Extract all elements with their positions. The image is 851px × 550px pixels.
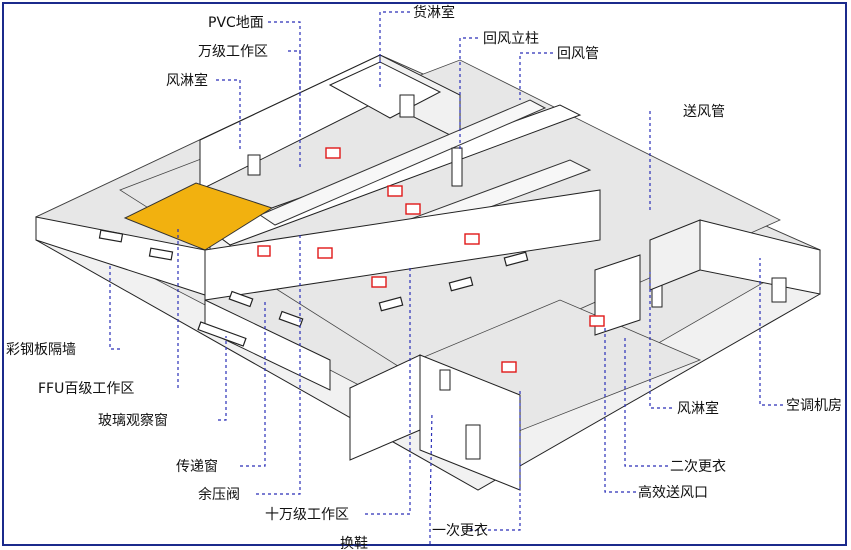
label-color-steel-wall: 彩钢板隔墙 — [6, 342, 76, 358]
label-return-air-column: 回风立柱 — [483, 31, 539, 47]
label-ac-room: 空调机房 — [786, 398, 842, 414]
second-changing-room — [594, 254, 641, 336]
label-class-10000-area: 万级工作区 — [198, 44, 268, 60]
ffu-unit-1 — [325, 147, 341, 159]
label-cargo-shower: 货淋室 — [413, 4, 455, 21]
front-main-wall — [204, 189, 601, 301]
ffu-unit-5 — [317, 247, 333, 259]
ffu-unit-7 — [371, 276, 387, 288]
glass-window-3 — [228, 290, 254, 308]
label-supply-air-duct: 送风管 — [683, 104, 725, 120]
return-air-column — [451, 147, 463, 187]
air-shower-top-door — [247, 154, 261, 176]
ac-room-door — [771, 277, 787, 303]
label-second-changing: 二次更衣 — [670, 459, 726, 475]
label-pass-box: 传递窗 — [176, 458, 218, 475]
glass-window-2 — [148, 247, 174, 261]
glass-window-4 — [278, 310, 304, 328]
glass-window-6 — [448, 276, 474, 292]
label-class-100000-area: 十万级工作区 — [265, 507, 349, 523]
ffu-unit-3 — [405, 203, 421, 215]
ffu-unit-4 — [464, 233, 480, 245]
label-hepa-outlet: 高效送风口 — [638, 484, 708, 501]
ffu-unit-2 — [387, 185, 403, 197]
label-shoe-change: 换鞋 — [340, 535, 368, 550]
glass-window-7 — [503, 251, 529, 267]
label-return-air-duct: 回风管 — [557, 46, 599, 62]
ffu-unit-8 — [501, 361, 517, 373]
shoe-change-door — [439, 369, 451, 391]
ffu-class-100-room — [123, 182, 274, 251]
label-air-shower-right: 风淋室 — [677, 400, 719, 417]
label-ffu-class-100-area: FFU百级工作区 — [38, 381, 134, 397]
label-pressure-relief-valve: 余压阀 — [198, 486, 240, 503]
label-first-changing: 一次更衣 — [432, 523, 488, 539]
glass-window-5 — [378, 296, 404, 312]
ffu-unit-9 — [589, 315, 605, 327]
label-air-shower-top: 风淋室 — [166, 72, 208, 89]
return-air-duct — [258, 99, 547, 226]
cargo-shower-door — [399, 94, 415, 118]
label-glass-window: 玻璃观察窗 — [98, 412, 168, 429]
front-lower-wall — [204, 299, 331, 391]
leader-lines — [109, 11, 783, 544]
first-changing-door — [465, 424, 481, 460]
ffu-unit-6 — [257, 245, 271, 257]
label-pvc-floor: PVC地面 — [208, 15, 264, 31]
glass-window-large — [197, 321, 247, 347]
glass-window-1 — [98, 229, 124, 243]
